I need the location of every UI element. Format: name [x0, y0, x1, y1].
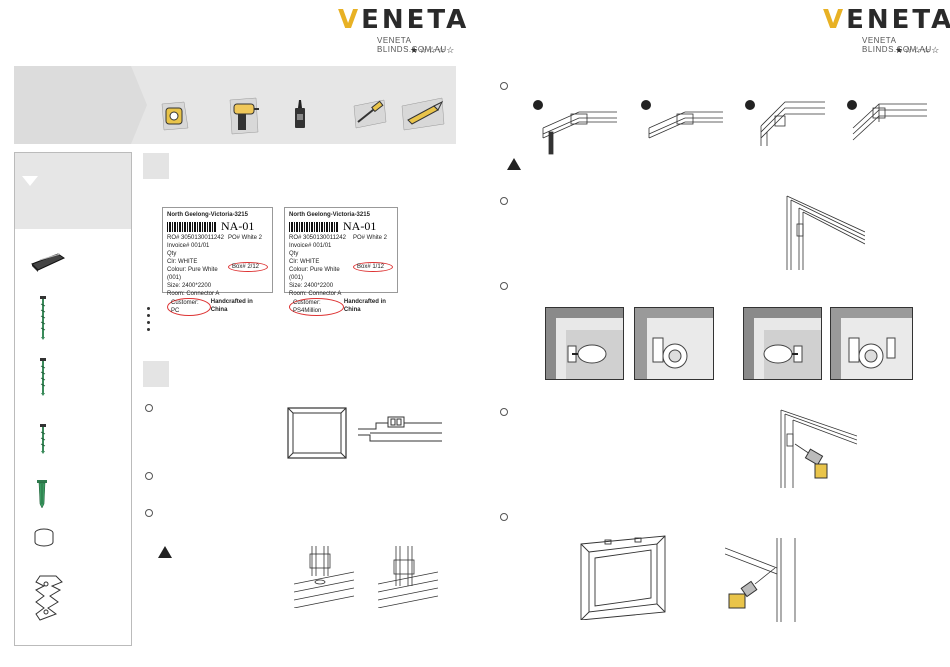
medium-screw-icon	[40, 358, 46, 396]
brand-logo-text: VENETA	[338, 5, 470, 35]
step-dot-3	[745, 100, 755, 110]
glue-bottle-icon	[295, 100, 305, 128]
label-row: Colour: Pure White (001)	[167, 267, 218, 281]
long-screw-icon	[40, 296, 46, 340]
step-dot-4	[847, 100, 857, 110]
warning-icon	[158, 546, 172, 558]
label-code: NA-01	[343, 219, 377, 233]
right-page: VENETA VENETA BLINDS.COM.AU ★☆☆☆☆	[475, 0, 950, 667]
screwdriver-icon	[353, 99, 387, 129]
label-footer: Handcrafted in China	[343, 299, 386, 313]
clip-detail-diagram-1	[294, 546, 354, 608]
wall-plug-icon	[37, 480, 47, 508]
window-corner-diagram-1	[786, 195, 865, 270]
step-1-marker	[143, 153, 169, 179]
substep-bullet	[500, 408, 508, 416]
parts-sidebar-notch	[22, 176, 38, 186]
drill-icon	[229, 97, 259, 135]
substep-c-bullet	[145, 509, 153, 517]
brand-url: VENETA BLINDS.COM.AU	[377, 36, 447, 54]
label-row: Room: Connector A	[167, 291, 220, 297]
label-code: NA-01	[221, 219, 255, 233]
label-side: PO# White 2	[353, 235, 388, 241]
utility-knife-icon	[401, 97, 445, 131]
label-row: Qty	[289, 251, 299, 257]
substep-b-bullet	[145, 472, 153, 480]
screw-fix-diagram	[725, 538, 796, 622]
brand-logo: VENETA	[823, 5, 950, 35]
rail-install-step-4	[852, 103, 927, 141]
step-dot-2	[641, 100, 651, 110]
clip-detail-diagram-2	[378, 546, 438, 608]
substep-bullet	[500, 82, 508, 90]
label-row: RO# 3050130011242	[289, 235, 346, 241]
rail-install-step-1	[542, 111, 617, 155]
rail-install-step-3	[760, 101, 825, 146]
frame-perspective-diagram	[580, 535, 666, 620]
barcode	[167, 221, 217, 232]
photo-bracket-3	[743, 307, 822, 380]
label-footer: Handcrafted in China	[210, 299, 253, 313]
label-row: Size: 2400*2200	[167, 283, 212, 289]
label-row: Invoice# 001/01	[167, 243, 210, 249]
bracket-clip-icon	[31, 253, 66, 272]
tools-header-tab	[14, 66, 147, 144]
substep-bullet	[500, 513, 508, 521]
rating-stars: ★☆☆☆☆	[410, 45, 456, 55]
drill-into-frame-diagram	[780, 409, 857, 488]
label-side: PO# White 2	[228, 235, 263, 241]
label-customer: Customer: PC	[167, 298, 211, 316]
step-2-marker	[143, 361, 169, 387]
photo-bracket-4	[830, 307, 913, 380]
short-screw-icon	[40, 424, 46, 454]
bullet	[147, 321, 150, 324]
tape-measure-icon	[161, 101, 189, 131]
step-dot-1	[533, 100, 543, 110]
label-location: North Geelong-Victoria-3215	[289, 212, 370, 218]
product-label-1: North Geelong-Victoria-3215 NA-01 RO# 30…	[162, 207, 273, 316]
cap-icon	[34, 528, 54, 547]
rail-install-step-2	[648, 111, 723, 139]
label-customer: Customer: PS4Million	[289, 298, 344, 316]
substep-a-bullet	[145, 404, 153, 412]
label-row: Clr: WHITE	[167, 259, 198, 265]
label-row: Invoice# 001/01	[289, 243, 332, 249]
label-row: Clr: WHITE	[289, 259, 320, 265]
label-box: Box# 2/12	[228, 262, 268, 272]
substep-bullet	[500, 197, 508, 205]
brand-url: VENETA BLINDS.COM.AU	[862, 36, 932, 54]
brand-logo: VENETA	[338, 5, 469, 35]
rail-section-diagram	[358, 416, 442, 442]
spacer-bracket-icon	[35, 575, 63, 621]
product-label-2: North Geelong-Victoria-3215 NA-01 RO# 30…	[284, 207, 398, 316]
brand-logo-text: VENETA	[823, 5, 950, 35]
label-location: North Geelong-Victoria-3215	[167, 212, 248, 218]
bullet	[147, 307, 150, 310]
warning-icon	[507, 158, 521, 170]
barcode	[289, 221, 339, 232]
photo-bracket-1	[545, 307, 624, 380]
label-row: Size: 2400*2200	[289, 283, 334, 289]
parts-sidebar-header	[15, 153, 131, 229]
bullet	[147, 314, 150, 317]
label-row: Room: Connector A	[289, 291, 342, 297]
label-row: Colour: Pure White (001)	[289, 267, 340, 281]
label-row: RO# 3050130011242	[167, 235, 224, 241]
substep-bullet	[500, 282, 508, 290]
photo-bracket-2	[634, 307, 714, 380]
frame-diagram	[287, 407, 347, 459]
bullet	[147, 328, 150, 331]
left-page: VENETA VENETA BLINDS.COM.AU ★☆☆☆☆	[14, 5, 469, 646]
label-row: Qty	[167, 251, 177, 257]
parts-sidebar	[14, 152, 132, 646]
label-box: Box# 1/12	[353, 262, 393, 272]
rating-stars: ★☆☆☆☆	[895, 45, 941, 55]
